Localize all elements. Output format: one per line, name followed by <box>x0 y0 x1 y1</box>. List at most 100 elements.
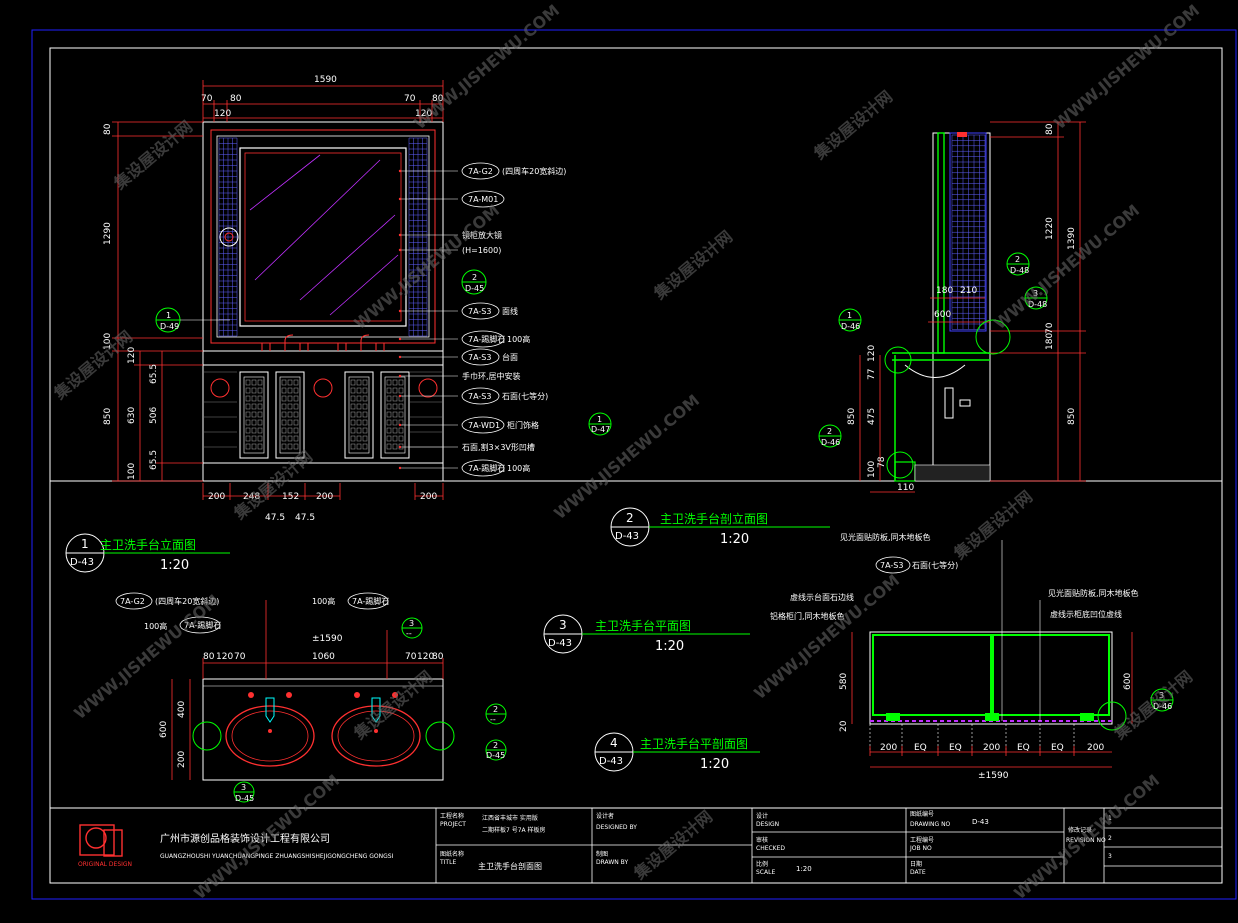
callout-tag: 7A-M01 <box>468 195 498 204</box>
svg-text:4: 4 <box>610 736 618 750</box>
svg-text:修改记录: 修改记录 <box>1068 826 1092 834</box>
svg-text:D-48: D-48 <box>1028 300 1047 309</box>
dim-inner: 78 <box>877 456 887 468</box>
watermark-text: 集设屋设计网 <box>110 117 197 194</box>
dim-bottom: 47.5 <box>265 513 285 523</box>
svg-text:主卫洗手台剖立面图: 主卫洗手台剖立面图 <box>660 511 768 526</box>
dim-left: 850 <box>103 408 113 425</box>
svg-text:主卫洗手台平剖面图: 主卫洗手台平剖面图 <box>640 736 748 751</box>
dim-bottom: EQ <box>1017 743 1030 753</box>
company-name-cn: 广州市源创品格装饰设计工程有限公司 <box>160 832 330 845</box>
svg-text:DESIGNED BY: DESIGNED BY <box>596 824 637 831</box>
svg-text:DRAWING NO: DRAWING NO <box>910 821 951 828</box>
callout-tag: 7A-踢脚石 <box>468 463 505 473</box>
dim-top: 80 <box>432 94 444 104</box>
dim-inner: 77 <box>867 369 877 380</box>
svg-text:D-43: D-43 <box>599 756 623 767</box>
dim-inner: 120 <box>867 345 877 362</box>
section-mark: 1 D-46 <box>838 308 912 374</box>
section-mark: 2 D-46 <box>818 424 914 479</box>
svg-text:设计: 设计 <box>756 812 768 820</box>
dim-top: 70 <box>201 94 213 104</box>
svg-text:--: -- <box>490 715 496 724</box>
callout-text: 台面 <box>502 352 518 362</box>
title-block: ORIGINAL DESIGN 广州市源创品格装饰设计工程有限公司 GUANGZ… <box>50 807 1222 883</box>
svg-text:7A-S3: 7A-S3 <box>880 561 903 570</box>
svg-text:1:20: 1:20 <box>655 639 684 654</box>
svg-text:TITLE: TITLE <box>439 859 456 866</box>
svg-text:1: 1 <box>166 311 171 320</box>
dim-bottom: 200 <box>316 492 333 502</box>
svg-text:(四周车20宽斜边): (四周车20宽斜边) <box>155 596 219 606</box>
callout-tag: 7A-G2 <box>468 167 493 176</box>
dim-inner: 110 <box>897 483 914 493</box>
company-name-en: GUANGZHOUSHI YUANCHUANGPINGE ZHUANGSHISH… <box>160 853 394 860</box>
ps-note: 7A-S3 石面(七等分) <box>875 556 958 574</box>
callout-text: (H=1600) <box>462 246 501 255</box>
dim-top: 120 <box>415 109 432 119</box>
dim-bottom: 200 <box>420 492 437 502</box>
svg-text:主卫洗手台剖面图: 主卫洗手台剖面图 <box>478 861 542 871</box>
svg-text:D-47: D-47 <box>591 425 610 434</box>
dim-right: 600 <box>1123 673 1133 690</box>
dim-left: 120 <box>127 347 137 364</box>
watermark-text: WWW.JISHEWU.COM <box>1050 1 1203 133</box>
logo-caption: ORIGINAL DESIGN <box>78 861 132 868</box>
svg-text:3: 3 <box>1159 691 1164 700</box>
svg-text:DRAWN BY: DRAWN BY <box>596 859 628 866</box>
dim-top: 70 <box>404 94 416 104</box>
section-mark: 2 -- <box>485 703 507 725</box>
callout-tag: 7A-WD1 <box>468 421 500 430</box>
svg-text:制图: 制图 <box>596 850 608 858</box>
dim-left: 65.5 <box>149 364 159 384</box>
section-mark: 3 D-46 <box>1097 688 1174 731</box>
dim-left: 20 <box>839 720 849 732</box>
dim-bottom: EQ <box>949 743 962 753</box>
dim-right: 180 <box>1045 333 1055 350</box>
dim-right: 1220 <box>1045 217 1055 240</box>
svg-text:REVISION NO: REVISION NO <box>1066 837 1106 844</box>
dim-top: 80 <box>230 94 242 104</box>
svg-text:审核: 审核 <box>756 836 768 844</box>
svg-text:D-45: D-45 <box>486 751 505 760</box>
svg-text:1:20: 1:20 <box>160 558 189 573</box>
svg-text:2: 2 <box>493 705 498 714</box>
svg-text:7A-G2: 7A-G2 <box>120 597 145 606</box>
svg-text:1:20: 1:20 <box>720 532 749 547</box>
dim-bottom: 200 <box>208 492 225 502</box>
svg-text:3: 3 <box>241 783 246 792</box>
dim-right: 80 <box>1045 123 1055 135</box>
ps-note: 铝格柜门,同木地板色 <box>770 611 845 621</box>
plan-section-cells <box>869 724 1075 752</box>
dim-top-total: 1590 <box>314 75 337 85</box>
dim-left: 200 <box>177 751 187 768</box>
callout-text: 石面(七等分) <box>502 391 548 401</box>
section-mark: 1 D-49 <box>155 307 230 333</box>
svg-text:2: 2 <box>827 427 832 436</box>
svg-text:2: 2 <box>472 273 477 282</box>
dim-inner: 600 <box>934 310 951 320</box>
svg-text:工程编号: 工程编号 <box>910 836 934 844</box>
callout-tag: 7A-S3 <box>468 392 491 401</box>
plan-view: ±1590 80 120 70 1060 70 120 80 600 400 2… <box>115 592 507 803</box>
plan-note: 100高 7A-踢脚石 <box>312 592 389 610</box>
svg-text:D-49: D-49 <box>160 322 179 331</box>
dim-left: 630 <box>127 407 137 424</box>
svg-text:主卫洗手台立面图: 主卫洗手台立面图 <box>100 537 196 552</box>
callout-tag: 7A-踢脚石 <box>468 334 505 344</box>
callout-text: 100高 <box>507 463 530 473</box>
svg-text:PROJECT: PROJECT <box>440 821 466 828</box>
dim-inner: 850 <box>847 408 857 425</box>
svg-text:D-45: D-45 <box>465 284 484 293</box>
svg-text:D-46: D-46 <box>841 322 860 331</box>
svg-text:--: -- <box>406 629 412 638</box>
svg-text:3: 3 <box>559 618 567 632</box>
svg-text:7A-踢脚石: 7A-踢脚石 <box>184 620 221 630</box>
callout-text: 手巾环,居中安装 <box>462 371 521 381</box>
